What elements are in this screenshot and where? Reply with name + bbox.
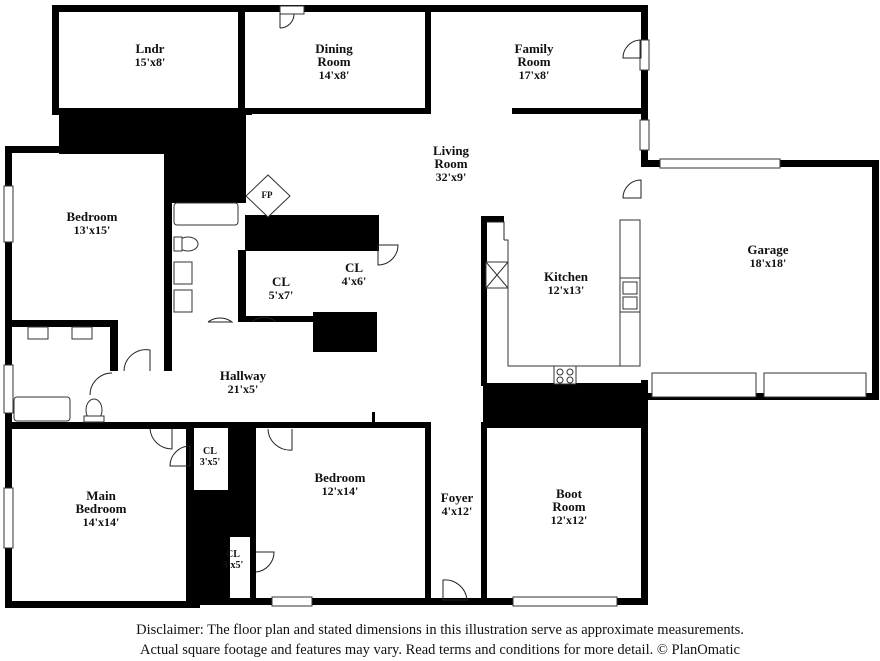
- room-dims-cl2: 4'x6': [342, 274, 367, 288]
- room-dims-hallway: 21'x5': [228, 382, 259, 396]
- room-dims-cl3: 3'x5': [200, 457, 221, 468]
- room-name-living: Room: [434, 156, 467, 171]
- room-dims-cl1: 5'x7': [269, 288, 294, 302]
- room-dims-kitchen: 12'x13': [548, 283, 585, 297]
- room-labels: Lndr15'x8'DiningRoom14'x8'FamilyRoom17'x…: [66, 41, 788, 571]
- room-dims-living: 32'x9': [436, 170, 467, 184]
- room-name-bedroom2: Bedroom: [314, 470, 365, 485]
- room-name-hallway: Hallway: [220, 368, 267, 383]
- room-name-cl2: CL: [345, 260, 363, 275]
- room-dims-main-bedroom: 14'x14': [83, 515, 120, 529]
- room-dims-boot: 12'x12': [551, 513, 588, 527]
- room-name-cl4: CL: [226, 549, 240, 560]
- room-dims-garage: 18'x18': [750, 256, 787, 270]
- room-name-dining: Room: [317, 54, 350, 69]
- room-name-foyer: Foyer: [441, 490, 474, 505]
- room-name-living: Living: [433, 143, 470, 158]
- room-name-kitchen: Kitchen: [544, 269, 589, 284]
- room-name-main-bedroom: Bedroom: [75, 501, 126, 516]
- windows: [3, 39, 867, 607]
- room-name-cl1: CL: [272, 274, 290, 289]
- room-name-boot: Boot: [556, 486, 583, 501]
- doors: [89, 5, 642, 601]
- disclaimer-line-1: Disclaimer: The floor plan and stated di…: [136, 622, 744, 638]
- room-dims-bedroom2: 12'x14': [322, 484, 359, 498]
- room-name-family: Family: [515, 41, 554, 56]
- fixtures: [13, 174, 641, 423]
- room-name-family: Room: [517, 54, 550, 69]
- disclaimer-line-2: Actual square footage and features may v…: [140, 642, 740, 658]
- room-name-main-bedroom: Main: [86, 488, 116, 503]
- room-name-fp: FP: [262, 190, 273, 200]
- interior-walls: [12, 12, 648, 608]
- disclaimer: Disclaimer: The floor plan and stated di…: [0, 620, 880, 660]
- room-name-lndr: Lndr: [136, 41, 165, 56]
- room-dims-dining: 14'x8': [319, 68, 350, 82]
- room-dims-lndr: 15'x8': [135, 55, 166, 69]
- room-name-cl3: CL: [203, 446, 217, 457]
- room-dims-foyer: 4'x12': [442, 504, 473, 518]
- room-dims-bedroom1: 13'x15': [74, 223, 111, 237]
- room-name-bedroom1: Bedroom: [66, 209, 117, 224]
- room-dims-family: 17'x8': [519, 68, 550, 82]
- room-name-boot: Room: [552, 499, 585, 514]
- room-name-garage: Garage: [747, 242, 788, 257]
- room-dims-cl4: 3'x5': [223, 560, 244, 571]
- room-name-dining: Dining: [315, 41, 353, 56]
